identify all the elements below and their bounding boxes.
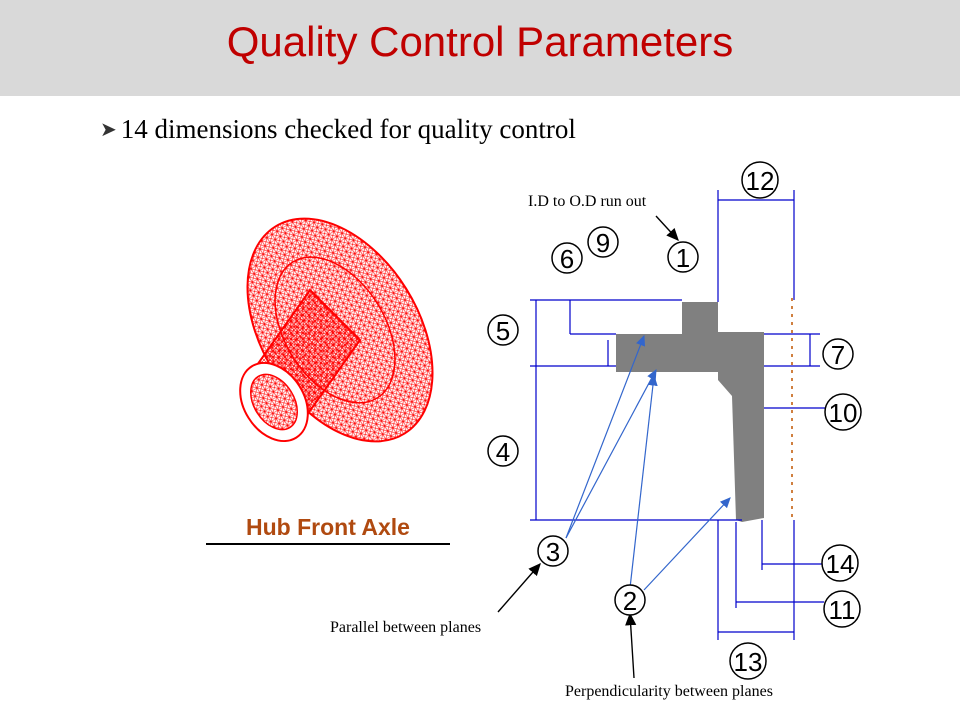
title-bar	[0, 0, 960, 96]
dim-label-5: 5	[496, 316, 510, 346]
dim-label-12: 12	[746, 166, 775, 196]
callout-circle-5	[487, 314, 519, 346]
leader-lines	[565, 334, 731, 591]
dim-label-11: 11	[829, 595, 856, 625]
bullet-text: 14 dimensions checked for quality contro…	[120, 114, 576, 144]
callout-circle-6	[551, 242, 583, 274]
callout-circle-14	[821, 544, 859, 582]
dim-label-3: 3	[546, 537, 560, 567]
dimension-numbers: 12 9 6 1 5 7 10 4 3 14 2 11 13	[496, 166, 858, 677]
perpendicular-note: Perpendicularity between planes	[565, 683, 773, 700]
callout-circle-9	[587, 226, 619, 258]
dim-label-6: 6	[560, 244, 574, 274]
callout-circle-1	[667, 241, 699, 273]
parallel-note: Parallel between planes	[330, 619, 481, 636]
callout-circle-2	[614, 584, 646, 616]
callout-circle-12	[741, 161, 779, 199]
callout-circle-13	[729, 642, 767, 680]
dim-label-7: 7	[831, 340, 845, 370]
callout-circle-3	[537, 535, 569, 567]
dim-label-13: 13	[734, 647, 763, 677]
callout-circle-7	[822, 338, 854, 370]
callout-circle-10	[824, 393, 862, 431]
part-name-label: Hub Front Axle	[206, 514, 450, 545]
section-profile	[616, 302, 764, 522]
dimension-lines	[530, 190, 826, 640]
arrow-bullet-icon: ➤	[100, 119, 117, 141]
page-title: Quality Control Parameters	[226, 18, 734, 65]
dim-label-2: 2	[623, 586, 637, 616]
dim-label-10: 10	[829, 398, 858, 428]
dim-label-9: 9	[596, 228, 610, 258]
dim-label-14: 14	[826, 549, 855, 579]
bullet-item: ➤14 dimensions checked for quality contr…	[100, 114, 576, 145]
dim-label-1: 1	[676, 243, 690, 273]
dim-label-4: 4	[496, 437, 510, 467]
runout-note: I.D to O.D run out	[528, 193, 647, 210]
hub-mesh-model	[239, 217, 434, 443]
callout-arrows	[497, 215, 679, 679]
callout-circle-4	[487, 435, 519, 467]
dimension-callouts	[487, 161, 862, 680]
callout-circle-11	[823, 590, 861, 628]
